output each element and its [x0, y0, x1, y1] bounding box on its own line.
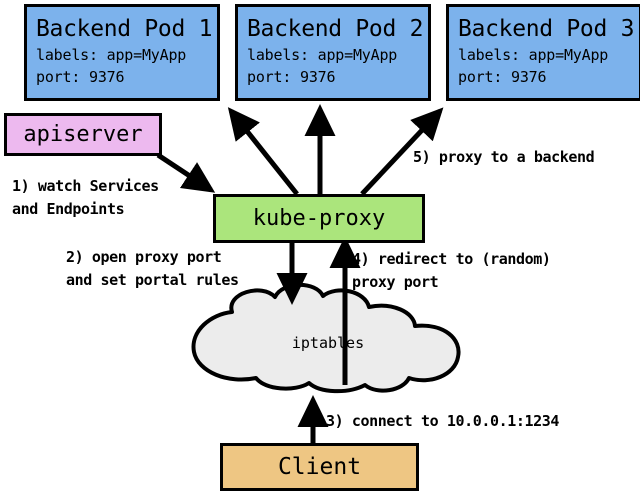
- annotation-step-1: 1) watch Services and Endpoints: [12, 177, 159, 218]
- pod-labels: labels: app=MyApp: [458, 46, 609, 64]
- backend-pod-3-box: Backend Pod 3 labels: app=MyApp port: 93…: [446, 4, 640, 101]
- pod-port: port: 9376: [36, 68, 125, 86]
- kube-proxy-box: kube-proxy: [213, 194, 425, 243]
- iptables-cloud: [191, 282, 461, 394]
- apiserver-box: apiserver: [4, 113, 162, 156]
- client-label: Client: [277, 454, 362, 480]
- backend-pod-2-box: Backend Pod 2 labels: app=MyApp port: 93…: [235, 4, 431, 101]
- pod-labels: labels: app=MyApp: [36, 46, 187, 64]
- pod-title: Backend Pod 2: [247, 16, 424, 42]
- annotation-step-3: 3) connect to 10.0.0.1:1234: [326, 412, 560, 430]
- pod-title: Backend Pod 3: [458, 16, 635, 42]
- pod-title: Backend Pod 1: [36, 16, 213, 42]
- arrow-kubeproxy-to-pod3: [360, 107, 444, 196]
- annotation-step-5: 5) proxy to a backend: [413, 148, 595, 166]
- client-box: Client: [220, 443, 419, 491]
- pod-labels: labels: app=MyApp: [247, 46, 398, 64]
- iptables-label: iptables: [291, 334, 365, 352]
- annotation-step-2: 2) open proxy port and set portal rules: [66, 248, 239, 289]
- pod-port: port: 9376: [458, 68, 547, 86]
- apiserver-label: apiserver: [23, 121, 143, 147]
- arrow-apiserver-to-kubeproxy: [156, 152, 216, 193]
- annotation-step-4: 4) redirect to (random) proxy port: [352, 250, 551, 291]
- arrow-kubeproxy-to-pod1: [227, 107, 299, 196]
- backend-pod-1-box: Backend Pod 1 labels: app=MyApp port: 93…: [24, 4, 220, 101]
- kube-proxy-label: kube-proxy: [252, 205, 386, 231]
- pod-port: port: 9376: [247, 68, 336, 86]
